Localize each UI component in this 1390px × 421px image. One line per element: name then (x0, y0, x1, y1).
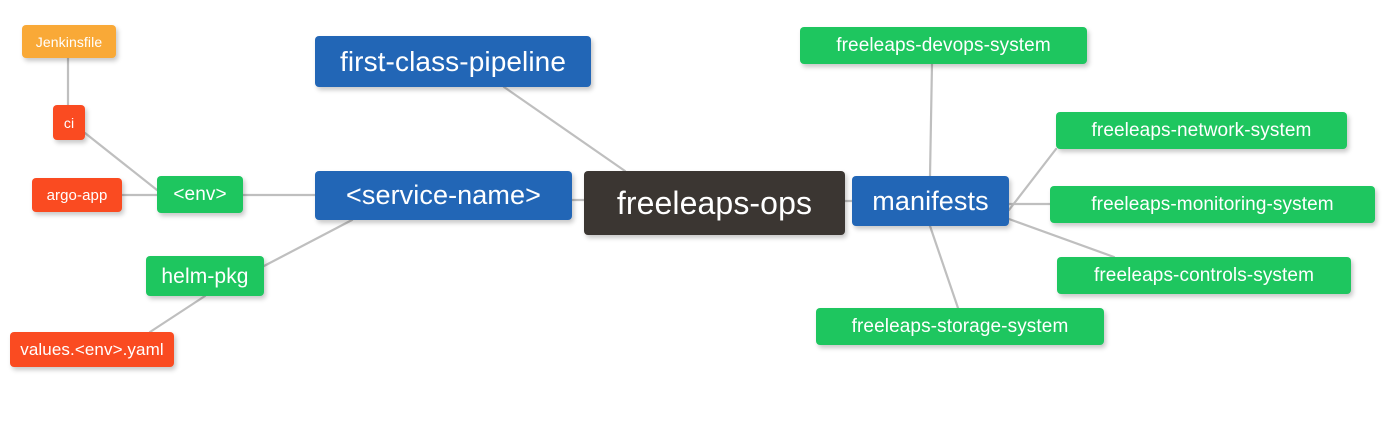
mindmap-node-label: <env> (173, 184, 227, 205)
mindmap-node-label: manifests (872, 185, 989, 216)
mindmap-node-service-name[interactable]: <service-name> (315, 171, 572, 220)
mindmap-node-label: freeleaps-network-system (1091, 120, 1312, 141)
edge-manifests-network (1007, 147, 1058, 212)
mindmap-node-ci[interactable]: ci (53, 105, 85, 140)
mindmap-node-label: argo-app (46, 186, 108, 204)
edge-manifests-storage (928, 224, 960, 310)
mindmap-node-label: freeleaps-ops (616, 185, 813, 221)
mindmap-node-env[interactable]: <env> (157, 176, 243, 213)
mindmap-node-label: freeleaps-devops-system (836, 35, 1051, 56)
edge-manifests-devops (928, 62, 934, 178)
mindmap-node-manifests[interactable]: manifests (852, 176, 1009, 226)
mindmap-node-label: first-class-pipeline (339, 45, 567, 77)
edge-helm-pkg-service-name (262, 218, 354, 268)
mindmap-node-jenkinsfile[interactable]: Jenkinsfile (22, 25, 116, 58)
mindmap-node-label: freeleaps-controls-system (1093, 265, 1315, 286)
mindmap-node-label: <service-name> (346, 180, 541, 210)
mindmap-node-label: ci (63, 114, 75, 131)
mindmap-node-label: helm-pkg (161, 264, 249, 288)
mindmap-node-first-class-pipeline[interactable]: first-class-pipeline (315, 36, 591, 87)
mindmap-node-monitoring-system[interactable]: freeleaps-monitoring-system (1050, 186, 1375, 223)
edge-pipeline-ops (502, 85, 627, 173)
mindmap-node-label: freeleaps-storage-system (851, 316, 1069, 337)
mindmap-node-network-system[interactable]: freeleaps-network-system (1056, 112, 1347, 149)
mindmap-node-values-yaml[interactable]: values.<env>.yaml (10, 332, 174, 367)
mindmap-node-controls-system[interactable]: freeleaps-controls-system (1057, 257, 1351, 294)
mindmap-node-label: Jenkinsfile (35, 33, 103, 50)
mindmap-node-helm-pkg[interactable]: helm-pkg (146, 256, 264, 296)
mindmap-node-freeleaps-ops[interactable]: freeleaps-ops (584, 171, 845, 235)
edge-values-helm-pkg (148, 294, 207, 334)
mindmap-node-storage-system[interactable]: freeleaps-storage-system (816, 308, 1104, 345)
mindmap-node-label: freeleaps-monitoring-system (1091, 194, 1334, 215)
mindmap-node-devops-system[interactable]: freeleaps-devops-system (800, 27, 1087, 64)
edge-manifests-controls (1007, 217, 1116, 259)
mindmap-node-label: values.<env>.yaml (20, 340, 164, 359)
mindmap-node-argo-app[interactable]: argo-app (32, 178, 122, 212)
